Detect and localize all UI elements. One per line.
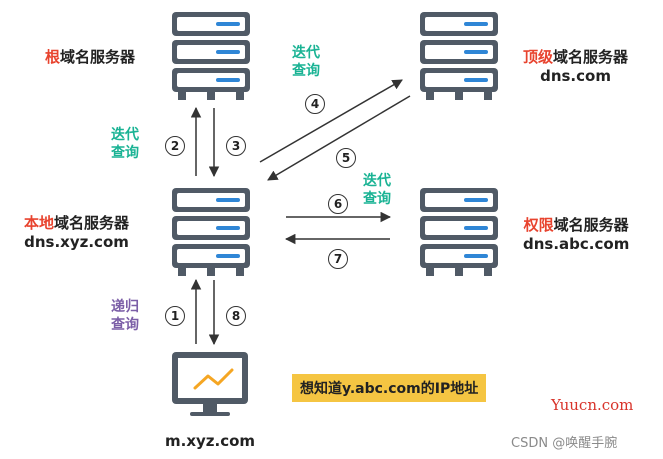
local-server-host: dns.xyz.com <box>24 233 129 251</box>
auth-server-label: 权限域名服务器 dns.abc.com <box>523 216 630 253</box>
step-4-badge: 4 <box>305 94 325 114</box>
step-1-badge: 1 <box>165 306 185 326</box>
tld-server-host: dns.com <box>540 67 611 85</box>
step-2-badge: 2 <box>165 136 185 156</box>
local-server-icon <box>172 188 250 276</box>
auth-server-icon <box>420 188 498 276</box>
step-6-badge: 6 <box>328 194 348 214</box>
step-8-badge: 8 <box>226 306 246 326</box>
arrow-step-5 <box>267 95 411 181</box>
tld-server-label: 顶级域名服务器 dns.com <box>523 48 629 85</box>
site-watermark: Yuucn.com <box>551 396 634 414</box>
monitor-icon <box>172 352 248 416</box>
root-server-icon <box>172 12 250 100</box>
client-host-label: m.xyz.com <box>165 432 256 450</box>
step-7-badge: 7 <box>328 249 348 269</box>
local-server-label: 本地域名服务器 dns.xyz.com <box>24 214 130 251</box>
query-callout: 想知道y.abc.com的IP地址 <box>292 374 487 402</box>
iterative-query-label-top: 迭代查询 <box>292 45 320 79</box>
iterative-query-label-right: 迭代查询 <box>363 173 391 207</box>
author-watermark: CSDN @唤醒手腕 <box>511 436 618 451</box>
recursive-query-label: 递归查询 <box>111 299 139 333</box>
arrow-step-4 <box>259 79 403 163</box>
root-server-label: 根域名服务器 <box>45 48 136 66</box>
auth-server-host: dns.abc.com <box>523 235 630 253</box>
step-5-badge: 5 <box>336 148 356 168</box>
tld-server-icon <box>420 12 498 100</box>
iterative-query-label-left: 迭代查询 <box>111 127 139 161</box>
step-3-badge: 3 <box>226 136 246 156</box>
